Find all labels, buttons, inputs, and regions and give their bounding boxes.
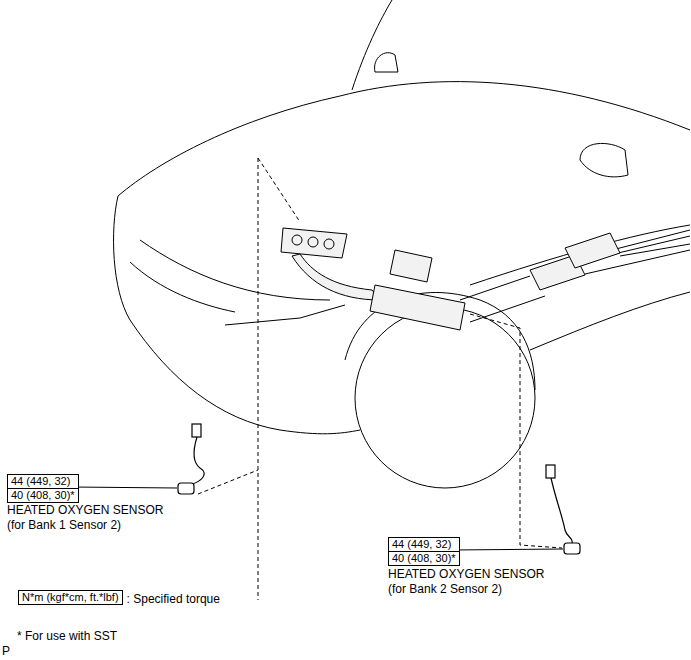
part-note: (for Bank 1 Sensor 2)	[7, 518, 121, 532]
oxygen-sensor	[72, 424, 204, 494]
oxygen-sensor	[452, 465, 580, 554]
unit-box: N*m (kgf*cm, ft.*lbf)	[18, 590, 123, 605]
car-body	[114, 0, 690, 488]
torque-box: 44 (449, 32)40 (408, 30)*	[7, 474, 79, 503]
part-name: HEATED OXYGEN SENSOR	[7, 503, 163, 517]
footnote: * For use with SST	[17, 629, 117, 643]
torque-value: N*m (kgf*cm, ft.*lbf)	[19, 591, 122, 604]
figure-code: P	[2, 644, 10, 658]
torque-value: 40 (408, 30)*	[8, 489, 78, 502]
part-name: HEATED OXYGEN SENSOR	[388, 567, 544, 581]
legend-note: : Specified torque	[127, 592, 220, 606]
torque-value: 44 (449, 32)	[389, 538, 459, 552]
torque-value: 44 (449, 32)	[8, 475, 78, 489]
torque-box: 44 (449, 32)40 (408, 30)*	[388, 537, 460, 566]
part-note: (for Bank 2 Sensor 2)	[388, 582, 502, 596]
torque-value: 40 (408, 30)*	[389, 552, 459, 565]
location-guide	[198, 158, 562, 600]
exhaust-system	[281, 228, 690, 330]
